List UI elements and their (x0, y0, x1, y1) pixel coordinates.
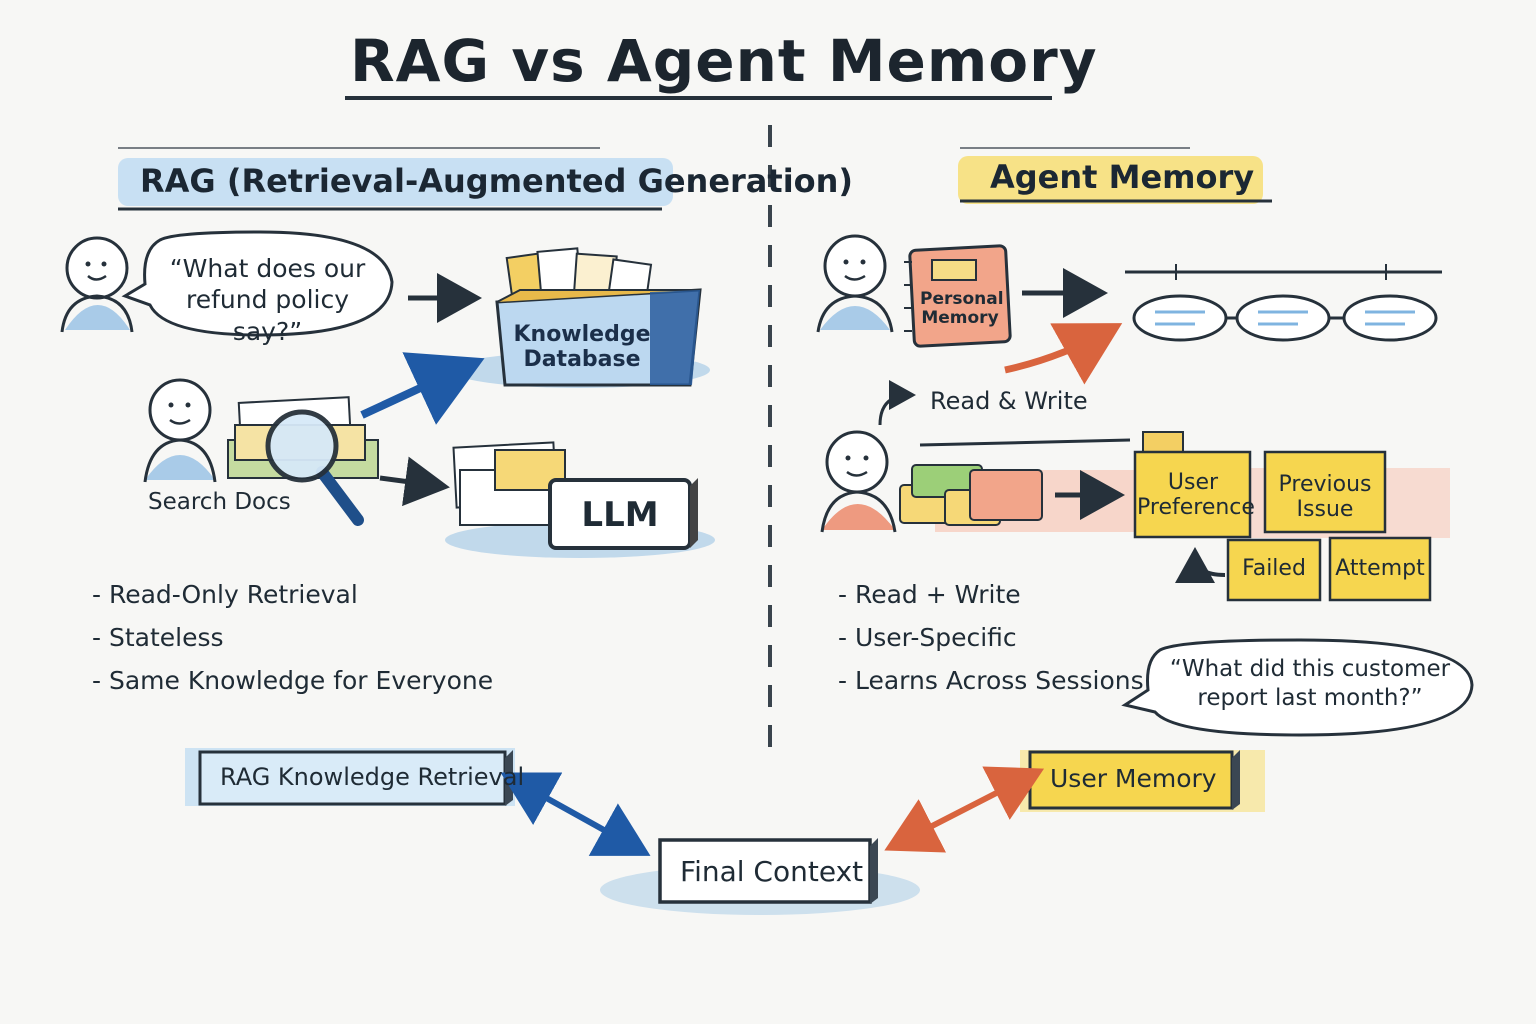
rag-bullet-3: - Same Knowledge for Everyone (92, 666, 494, 695)
user-memory-label: User Memory (1050, 764, 1217, 793)
write-back-arrow (1004, 323, 1123, 385)
search-docs-icon (227, 396, 379, 526)
memory-bullet-3: - Learns Across Sessions (838, 666, 1144, 695)
sticky-notes-group (1133, 431, 1432, 602)
memory-question-text: “What did this customer report last mont… (1169, 656, 1451, 711)
knowledge-database-icon (450, 247, 710, 388)
rag-section-heading: RAG (Retrieval-Augmented Generation) (140, 162, 854, 200)
note-failed: Failed (1242, 556, 1306, 581)
memory-section-heading: Agent Memory (990, 158, 1255, 196)
rag-heading-highlight (118, 158, 673, 206)
rag-retrieval-label: RAG Knowledge Retrieval (220, 763, 525, 791)
personal-memory-notebook-icon (904, 244, 1012, 348)
search-to-db-arrow (360, 352, 485, 425)
memory-question-bubble (1121, 638, 1474, 737)
memory-bullet-list: - Read + Write - User-Specific - Learns … (838, 580, 1144, 709)
memory-heading-highlight (958, 156, 1263, 204)
rag-bullet-list: - Read-Only Retrieval - Stateless - Same… (92, 580, 493, 709)
llm-stack-icon (445, 441, 715, 558)
session-timeline-icon (1125, 264, 1442, 342)
rag-bullet-1: - Read-Only Retrieval (92, 580, 358, 609)
rag-bullet-2: - Stateless (92, 623, 224, 652)
rag-question-bubble (121, 230, 394, 337)
note-user-preference: User Preference (1137, 470, 1255, 521)
memory-bullet-2: - User-Specific (838, 623, 1017, 652)
note-attempt: Attempt (1335, 556, 1425, 581)
search-docs-label: Search Docs (148, 489, 291, 515)
memory-to-final-arrow (884, 766, 1045, 853)
personal-memory-label: Personal Memory (920, 289, 1004, 328)
final-context-label: Final Context (680, 855, 864, 888)
page-title: RAG vs Agent Memory (350, 27, 1098, 95)
read-write-label: Read & Write (930, 387, 1088, 415)
memory-agent-icon (820, 430, 897, 533)
final-context-box (600, 838, 920, 915)
llm-label: LLM (581, 495, 659, 535)
rag-question-text: “What does our refund policy say?” (169, 254, 366, 346)
rag-retrieval-box (185, 748, 515, 806)
rag-user-icon (60, 236, 134, 333)
memory-user-icon (816, 234, 894, 333)
rag-searcher-icon (143, 378, 217, 483)
memory-bullet-1: - Read + Write (838, 580, 1021, 609)
note-previous-issue: Previous Issue (1278, 472, 1372, 523)
user-memory-box (1020, 750, 1265, 812)
knowledge-database-label: Knowledge Database (513, 322, 651, 373)
rag-to-final-arrow (500, 772, 651, 856)
